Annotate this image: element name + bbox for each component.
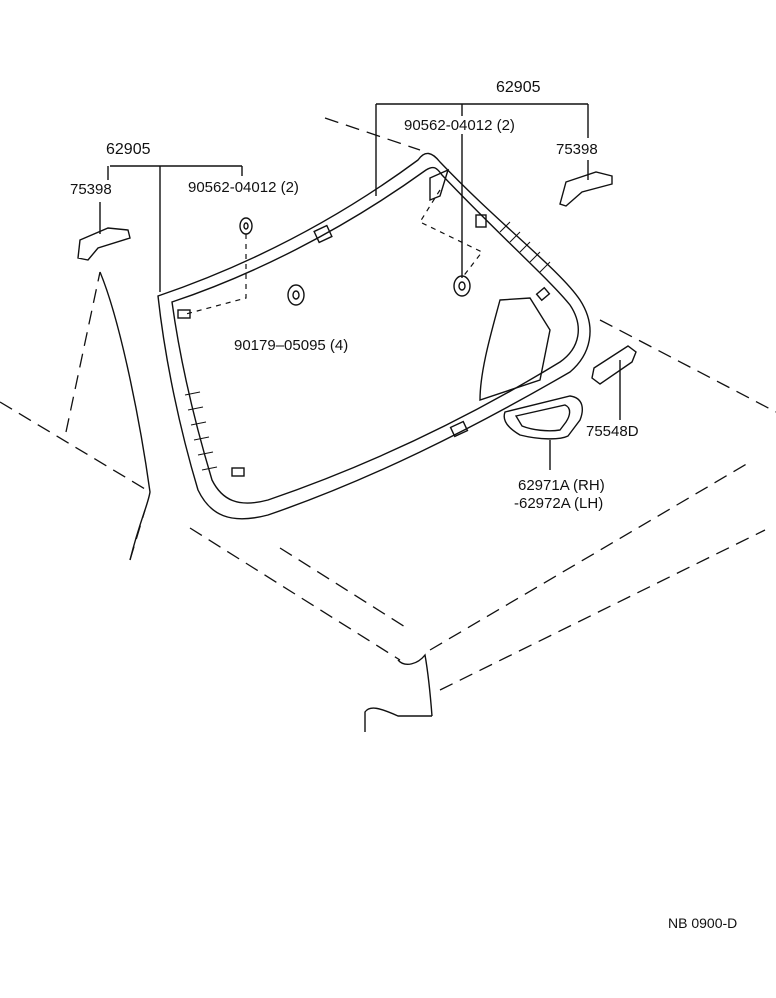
stud-left-lower	[231, 467, 245, 477]
stud-right	[535, 286, 551, 302]
nut-90562-left	[239, 217, 253, 235]
nut-90562-left-inner	[243, 222, 249, 230]
label-90562-right: 90562-04012 (2)	[404, 117, 515, 134]
label-75398-left: 75398	[70, 181, 112, 198]
leader-lines	[99, 103, 621, 470]
diagram-code: NB 0900-D	[668, 915, 738, 931]
mirror-mount	[429, 168, 450, 202]
label-62972a: -62972A (LH)	[514, 495, 604, 512]
body-corner	[364, 653, 433, 732]
label-90179: 90179–05095 (4)	[234, 337, 349, 354]
stud-left-upper	[177, 309, 191, 319]
clip-75548d	[591, 345, 637, 385]
dash-panel	[479, 297, 551, 401]
windshield-outer-edge	[157, 152, 591, 520]
nut-90562-right	[453, 275, 471, 297]
lower-bracket-inner	[514, 404, 571, 432]
label-90562-left: 90562-04012 (2)	[188, 179, 299, 196]
ceramic-band-left	[184, 391, 218, 471]
lower-bracket-62971a	[503, 395, 583, 440]
nut-90179	[287, 284, 305, 306]
label-75548d: 75548D	[586, 423, 639, 440]
mirror-base	[475, 214, 487, 228]
clip-75398-left	[77, 227, 131, 261]
nut-90179-inner	[292, 290, 300, 300]
label-75398-right: 75398	[556, 141, 598, 158]
clip-75398-right	[559, 171, 613, 207]
label-62905-right: 62905	[496, 79, 541, 96]
moulding-joint-upper	[313, 224, 333, 244]
a-pillar	[99, 271, 151, 561]
label-62971a: 62971A (RH)	[518, 477, 605, 494]
ceramic-band-right	[499, 221, 551, 273]
car-body-outline	[0, 117, 776, 691]
label-62905-left: 62905	[106, 141, 151, 158]
moulding-joint-lower	[449, 420, 469, 438]
windshield-inner-edge	[171, 166, 579, 504]
nut-90562-right-inner	[458, 281, 466, 291]
